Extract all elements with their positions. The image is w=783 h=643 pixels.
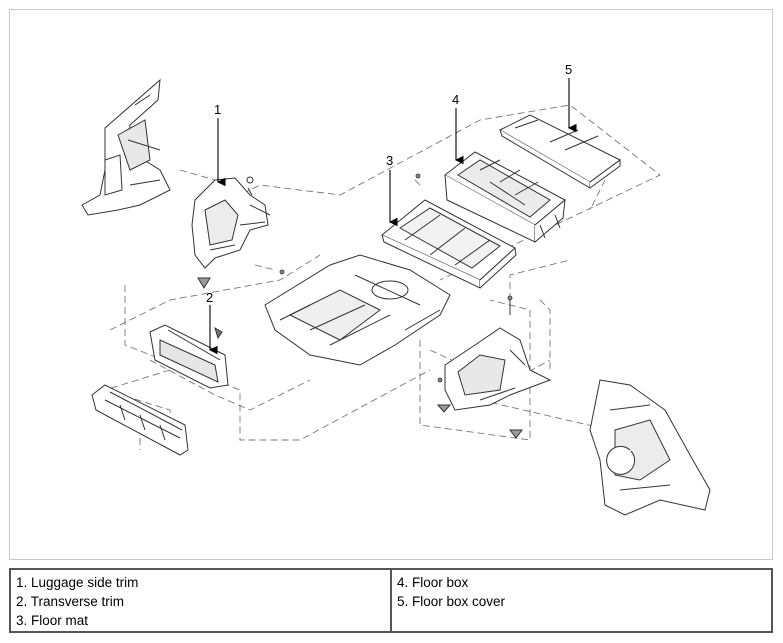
legend-item: 3. Floor mat [16, 613, 89, 628]
right-luggage-side-trim [436, 300, 552, 439]
luggage-side-trim [191, 176, 271, 289]
left-quarter-panel [81, 78, 171, 216]
right-quarter-panel [589, 379, 711, 516]
legend-item: 5. Floor box cover [397, 594, 506, 609]
callout-2: 2 [206, 290, 213, 305]
legend-item: 1. Luggage side trim [16, 575, 139, 590]
diagram-drawing: 1 2 3 4 5 [81, 62, 711, 516]
callout-5: 5 [565, 62, 572, 77]
parts-legend: 1. Luggage side trim 2. Transverse trim … [9, 568, 773, 633]
floor-box [444, 151, 566, 243]
fasteners [279, 173, 513, 383]
rear-panel-strip [91, 384, 189, 456]
legend-column-left: 1. Luggage side trim 2. Transverse trim … [11, 570, 390, 631]
legend-item: 2. Transverse trim [16, 594, 125, 609]
callout-leaders [208, 78, 577, 355]
transverse-trim [149, 324, 229, 389]
callout-4: 4 [452, 92, 459, 107]
floor-mat [381, 199, 517, 289]
callout-1: 1 [214, 102, 221, 117]
callout-3: 3 [386, 153, 393, 168]
legend-item: 4. Floor box [397, 575, 469, 590]
floor-panel [264, 254, 451, 366]
exploded-diagram: 1 2 3 4 5 [9, 9, 773, 560]
floor-box-cover [498, 114, 621, 189]
legend-column-right: 4. Floor box 5. Floor box cover [390, 570, 771, 631]
